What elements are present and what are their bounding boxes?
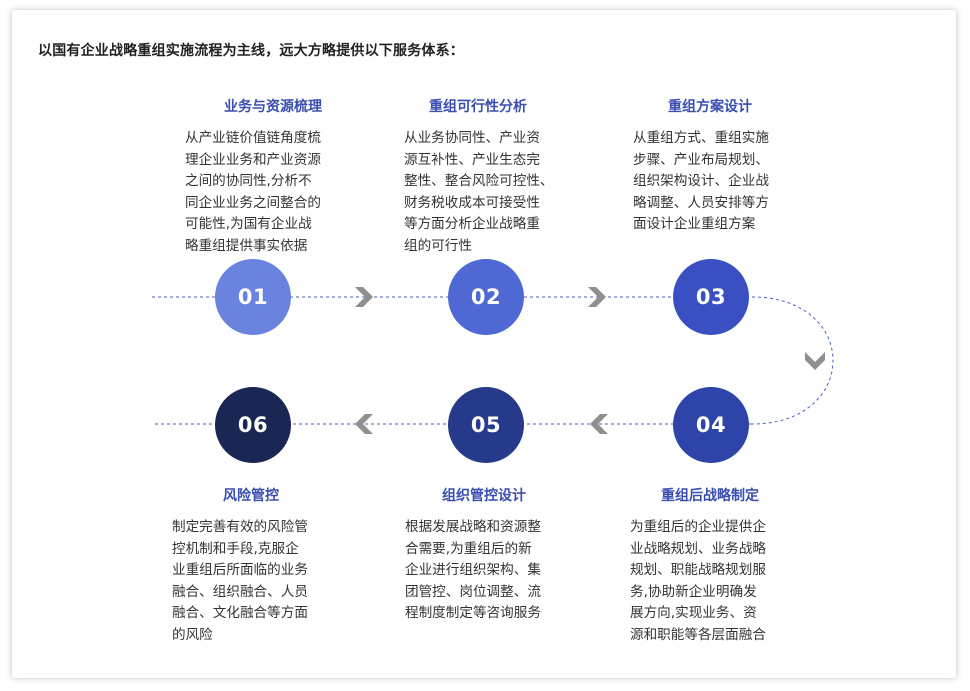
desc-line: 面设计企业重组方案 (633, 216, 756, 232)
desc-line: 融合、组织融合、人员 (172, 583, 308, 600)
desc-line: 从业务协同性、产业资 (404, 130, 540, 146)
desc-line: 可能性,为国有企业战 (185, 216, 312, 232)
step-desc-04: 为重组后的企业提供企 业战略规划、业务战略 规划、职能战略规划服 务,协助新企业… (630, 517, 766, 646)
desc-line: 控机制和手段,克服企 (172, 540, 299, 557)
step-circle-05: 05 (448, 387, 524, 463)
step-circle-01: 01 (215, 259, 291, 335)
desc-line: 根据发展战略和资源整 (405, 519, 541, 535)
step-title-01: 业务与资源梳理 (224, 99, 322, 115)
step-title-02: 重组可行性分析 (429, 99, 527, 115)
desc-line: 业战略规划、业务战略 (630, 540, 766, 557)
uturn-flow-line (751, 296, 834, 425)
desc-line: 等方面分析企业战略重 (404, 216, 540, 232)
chevron-left-icon (590, 414, 608, 434)
step-title-04: 重组后战略制定 (661, 488, 759, 504)
desc-line: 略重组提供事实依据 (185, 237, 308, 254)
desc-line: 略调整、人员安排等方 (633, 194, 769, 211)
desc-line: 之间的协同性,分析不 (185, 173, 312, 189)
desc-line: 展方向,实现业务、资 (630, 605, 757, 621)
step-circle-03: 03 (673, 259, 749, 335)
chevron-left-icon (355, 414, 373, 434)
desc-line: 理企业业务和产业资源 (185, 151, 321, 168)
desc-line: 从重组方式、重组实施 (633, 130, 769, 146)
intro-heading: 以国有企业战略重组实施流程为主线，远大方略提供以下服务体系： (38, 43, 464, 59)
desc-line: 同企业业务之间整合的 (185, 194, 321, 211)
desc-line: 业重组后所面临的业务 (172, 562, 308, 578)
step-title-03: 重组方案设计 (668, 99, 752, 115)
step-desc-02: 从业务协同性、产业资 源互补性、产业生态完 整性、整合风险可控性、 财务税收成本… (404, 128, 554, 257)
step-title-06: 风险管控 (223, 488, 279, 504)
desc-line: 制定完善有效的风险管 (172, 519, 308, 535)
step-desc-06: 制定完善有效的风险管 控机制和手段,克服企 业重组后所面临的业务 融合、组织融合… (172, 517, 308, 646)
desc-line: 整性、整合风险可控性、 (404, 173, 554, 189)
step-desc-05: 根据发展战略和资源整 合需要,为重组后的新 企业进行组织架构、集 团管控、岗位调… (405, 517, 541, 625)
step-title-05: 组织管控设计 (442, 488, 526, 504)
desc-line: 程制度制定等咨询服务 (405, 605, 541, 621)
desc-line: 务,协助新企业明确发 (630, 583, 757, 600)
desc-line: 步骤、产业布局规划、 (633, 151, 769, 168)
step-desc-03: 从重组方式、重组实施 步骤、产业布局规划、 组织架构设计、企业战 略调整、人员安… (633, 128, 769, 236)
chevron-right-icon (355, 287, 373, 307)
desc-line: 规划、职能战略规划服 (630, 562, 766, 578)
desc-line: 合需要,为重组后的新 (405, 540, 532, 557)
desc-line: 源和职能等各层面融合 (630, 626, 766, 643)
desc-line: 为重组后的企业提供企 (630, 519, 766, 535)
desc-line: 的风险 (172, 626, 213, 643)
desc-line: 组的可行性 (404, 237, 472, 254)
desc-line: 财务税收成本可接受性 (404, 194, 540, 211)
step-circle-04: 04 (673, 387, 749, 463)
desc-line: 企业进行组织架构、集 (405, 562, 541, 578)
desc-line: 组织架构设计、企业战 (633, 173, 769, 189)
step-circle-02: 02 (448, 259, 524, 335)
step-desc-01: 从产业链价值链角度梳 理企业业务和产业资源 之间的协同性,分析不 同企业业务之间… (185, 128, 321, 257)
chevron-right-icon (588, 287, 606, 307)
desc-line: 源互补性、产业生态完 (404, 151, 540, 168)
chevron-down-icon (805, 352, 825, 370)
step-circle-06: 06 (215, 387, 291, 463)
desc-line: 融合、文化融合等方面 (172, 605, 308, 621)
desc-line: 团管控、岗位调整、流 (405, 583, 541, 600)
card-frame (12, 10, 956, 678)
desc-line: 从产业链价值链角度梳 (185, 130, 321, 146)
